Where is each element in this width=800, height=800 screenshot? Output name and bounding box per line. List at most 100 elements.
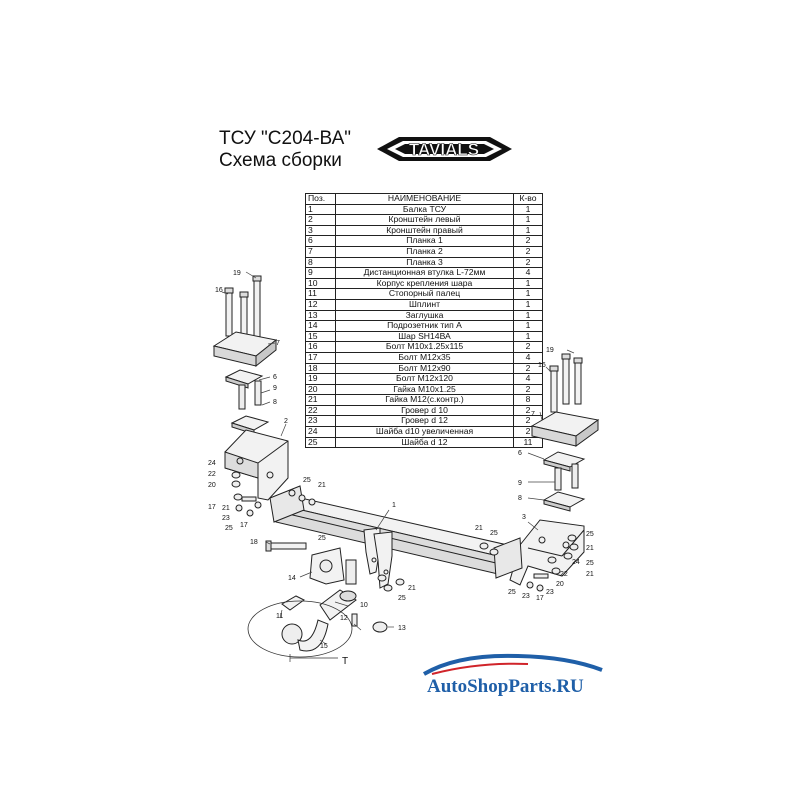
- callout-10: 10: [360, 602, 368, 609]
- callout-16-left: 16: [215, 287, 223, 294]
- callout-23-right-b: 23: [522, 593, 530, 600]
- callout-25-mid: 25: [490, 530, 498, 537]
- callout-22-left: 22: [208, 471, 216, 478]
- callout-25-right-b: 25: [586, 560, 594, 567]
- cell-qty: 4: [513, 267, 543, 279]
- callout-25-top: 25: [303, 477, 311, 484]
- callout-2: 2: [284, 418, 288, 425]
- callout-13: 13: [398, 625, 406, 632]
- callout-12: 12: [340, 615, 348, 622]
- stop-pin-11: [281, 595, 305, 611]
- right-bolts-group: [549, 353, 583, 413]
- callout-7-right: 7: [531, 411, 535, 418]
- cell-qty: 1: [513, 309, 543, 322]
- cell-qty: 1: [513, 277, 543, 290]
- callout-24-right: 24: [572, 559, 580, 566]
- callout-20-right: 20: [556, 581, 564, 588]
- cotter-12: [351, 613, 358, 627]
- cell-qty: 8: [513, 394, 543, 406]
- callout-7-left: 7: [276, 340, 280, 347]
- callout-3: 3: [522, 514, 526, 521]
- cap-13: [372, 621, 388, 633]
- cell-qty: 11: [513, 436, 543, 449]
- beam-end-plate-left: [269, 485, 305, 523]
- callout-25-left: 25: [225, 525, 233, 532]
- callout-21-right-b: 21: [586, 571, 594, 578]
- callout-8-right: 8: [518, 495, 522, 502]
- title-model: ТСУ "С204-ВА": [219, 128, 351, 149]
- cell-qty: 1: [513, 320, 543, 332]
- right-small-parts: [526, 534, 579, 592]
- cell-qty: 2: [513, 256, 543, 269]
- callout-24-left: 24: [208, 460, 216, 467]
- cell-qty: 2: [513, 383, 543, 396]
- watermark-text: AutoShopParts.RU: [427, 676, 584, 697]
- callout-14: 14: [288, 575, 296, 582]
- cell-qty: 1: [513, 298, 543, 311]
- callout-11: 11: [276, 613, 283, 620]
- callout-21-mid: 21: [475, 525, 483, 532]
- callout-25-right-a: 25: [586, 531, 594, 538]
- bolt-18: [269, 542, 307, 550]
- callout-25-center: 25: [398, 595, 406, 602]
- callout-25-right-c: 25: [508, 589, 516, 596]
- cell-qty: 2: [513, 362, 543, 375]
- beam-end-plate-right: [493, 537, 523, 579]
- tow-ball-15: [247, 600, 353, 658]
- callout-17-right: 17: [536, 595, 544, 602]
- title-block: ТСУ "С204-ВА" Схема сборки: [219, 128, 351, 172]
- t-label: T: [342, 656, 348, 667]
- left-small-parts: [231, 471, 262, 517]
- callout-21-top: 21: [318, 482, 326, 489]
- cell-qty: 2: [513, 245, 543, 258]
- logo-text: TAVIALS: [409, 140, 479, 159]
- callout-17-left2: 17: [240, 522, 248, 529]
- cell-qty: 2: [513, 341, 543, 353]
- callout-23-right: 23: [546, 589, 554, 596]
- leader-lines: [221, 271, 575, 645]
- callout-25-center-top: 25: [318, 535, 326, 542]
- cell-qty: 2: [513, 404, 543, 417]
- callout-23-left: 23: [222, 515, 230, 522]
- callout-17-left: 17: [208, 504, 216, 511]
- tavials-logo: TAVIALS: [377, 137, 512, 161]
- t-dimension: T: [289, 654, 348, 667]
- callout-21-center: 21: [408, 585, 416, 592]
- callout-1: 1: [392, 502, 396, 509]
- callout-9-right: 9: [518, 480, 522, 487]
- watermark-car-swoosh: [422, 653, 603, 676]
- left-spacers: [238, 380, 262, 410]
- callout-6-right: 6: [518, 450, 522, 457]
- callout-15: 15: [320, 643, 328, 650]
- callout-20-left: 20: [208, 482, 216, 489]
- callout-21-left: 21: [222, 505, 230, 512]
- left-bolts-group: [224, 275, 262, 339]
- callout-21-right-a: 21: [586, 545, 594, 552]
- callout-9-left: 9: [273, 385, 277, 392]
- callout-18: 18: [250, 539, 258, 546]
- cell-qty: 4: [513, 373, 543, 385]
- right-spacers: [554, 463, 579, 491]
- callout-22-right: 22: [560, 571, 568, 578]
- cell-qty: 4: [513, 351, 543, 364]
- cell-qty: 1: [513, 288, 543, 300]
- callout-labels: 19 16 7 6 9 8 2 24 22 20 17 21 23 25 17 …: [208, 270, 594, 650]
